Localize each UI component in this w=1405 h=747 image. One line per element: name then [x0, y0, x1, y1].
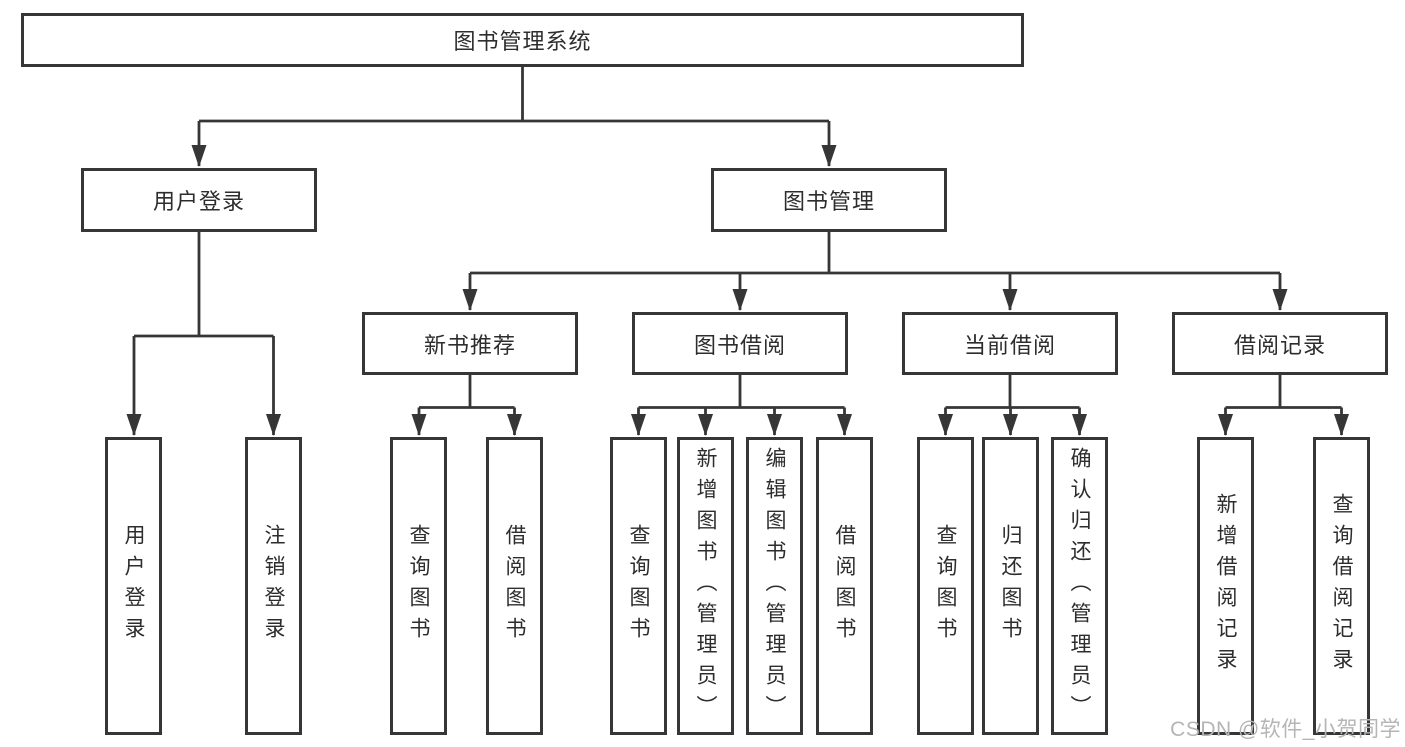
node-label: 借阅记录	[1233, 332, 1326, 358]
leaf-label: 新增借阅记录	[1214, 493, 1238, 679]
leaf-label: 查询图书	[934, 524, 958, 648]
node-book-management: 图书管理	[711, 168, 947, 232]
leaf-label: 编辑图书（管理员）	[763, 446, 787, 726]
leaf-label: 借阅图书	[833, 524, 857, 648]
leaf-add-book-admin: 新增图书（管理员）	[677, 437, 734, 735]
node-book-borrowing: 图书借阅	[632, 312, 848, 375]
node-label: 当前借阅	[963, 332, 1056, 358]
leaf-user-login: 用户登录	[105, 437, 162, 735]
leaf-borrow-books-2: 借阅图书	[816, 437, 873, 735]
node-label: 用户登录	[152, 189, 245, 214]
leaf-edit-book-admin: 编辑图书（管理员）	[746, 437, 803, 735]
leaf-label: 查询图书	[627, 524, 651, 648]
node-new-book-recommend: 新书推荐	[362, 312, 578, 375]
leaf-label: 新增图书（管理员）	[694, 446, 718, 726]
node-label: 新书推荐	[423, 332, 516, 358]
leaf-label: 确认归还（管理员）	[1068, 446, 1092, 726]
leaf-borrow-books-1: 借阅图书	[486, 437, 543, 735]
node-current-borrowing: 当前借阅	[902, 312, 1118, 375]
node-label: 图书管理	[782, 189, 875, 214]
node-label: 图书管理系统	[453, 29, 592, 54]
leaf-label: 查询借阅记录	[1330, 493, 1354, 679]
leaf-logout: 注销登录	[245, 437, 302, 735]
leaf-query-books-1: 查询图书	[390, 437, 447, 735]
leaf-label: 查询图书	[407, 524, 431, 648]
node-library-management-system: 图书管理系统	[21, 13, 1024, 67]
node-user-login: 用户登录	[81, 168, 317, 232]
leaf-label: 用户登录	[122, 524, 146, 648]
leaf-query-books-3: 查询图书	[917, 437, 974, 735]
leaf-label: 注销登录	[262, 524, 286, 648]
node-borrow-records: 借阅记录	[1172, 312, 1388, 375]
leaf-add-borrow-record: 新增借阅记录	[1197, 437, 1254, 735]
leaf-confirm-return-admin: 确认归还（管理员）	[1051, 437, 1108, 735]
leaf-query-borrow-record: 查询借阅记录	[1313, 437, 1370, 735]
node-label: 图书借阅	[693, 332, 786, 358]
leaf-query-books-2: 查询图书	[610, 437, 667, 735]
leaf-label: 借阅图书	[503, 524, 527, 648]
leaf-label: 归还图书	[999, 524, 1023, 648]
csdn-watermark: CSDN @软件_小贺同学	[1170, 718, 1401, 741]
leaf-return-books: 归还图书	[982, 437, 1039, 735]
